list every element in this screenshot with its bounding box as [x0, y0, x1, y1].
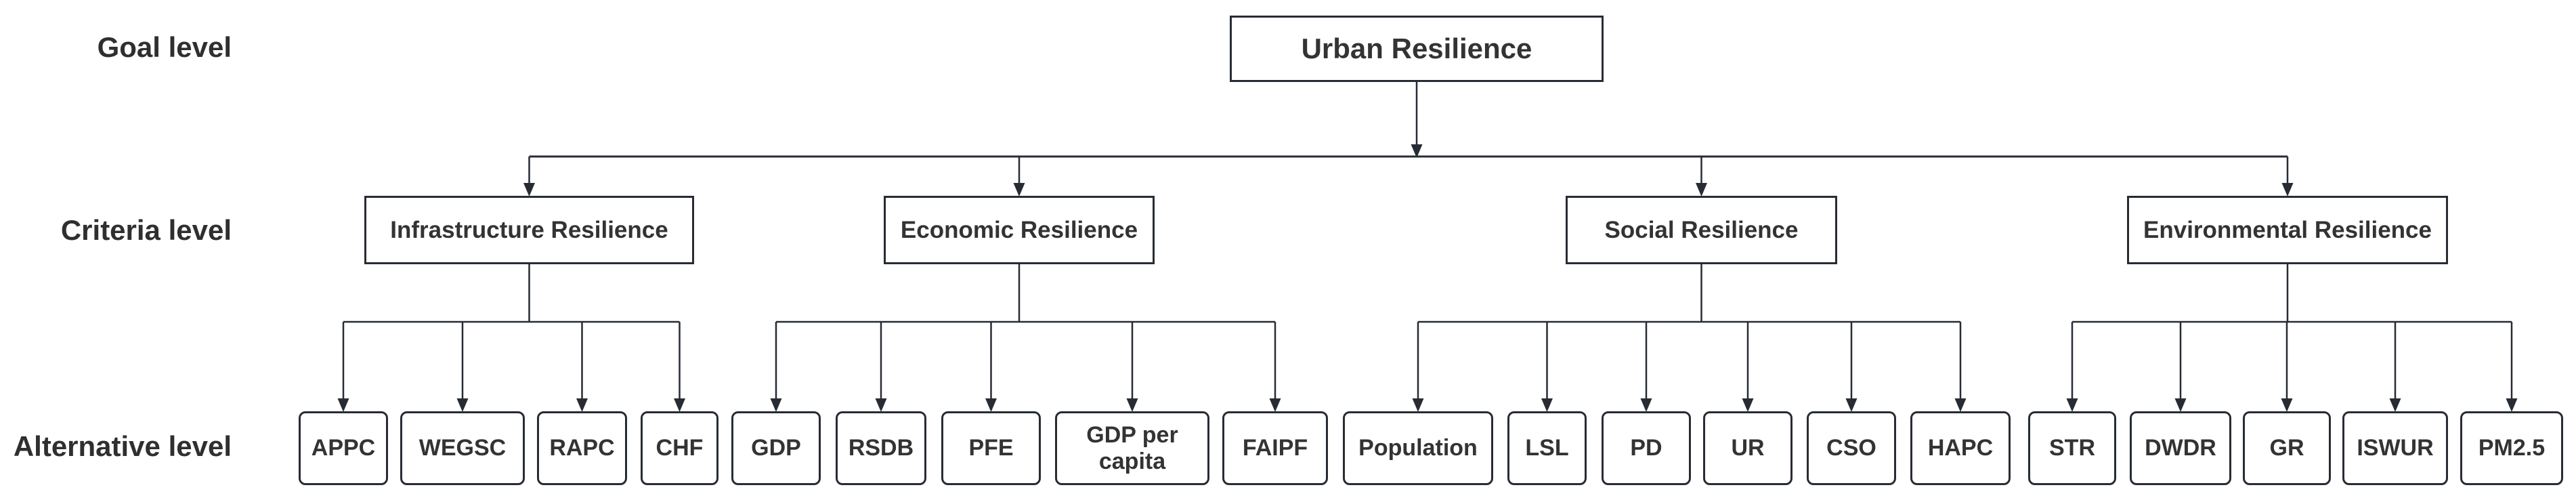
alt-node-str: STR — [2028, 411, 2116, 485]
alt-node-cso: CSO — [1807, 411, 1896, 485]
alt-node-appc: APPC — [299, 411, 388, 485]
alt-node-pm2-5: PM2.5 — [2460, 411, 2563, 485]
criteria-node-economic-resilience: Economic Resilience — [884, 196, 1155, 264]
goal-node-urban-resilience: Urban Resilience — [1230, 16, 1604, 82]
alt-node-pfe: PFE — [941, 411, 1041, 485]
alt-node-pd: PD — [1602, 411, 1691, 485]
criteria-node-infrastructure-resilience: Infrastructure Resilience — [364, 196, 694, 264]
criteria-level-label: Criteria level — [60, 214, 232, 246]
criteria-node-social-resilience: Social Resilience — [1566, 196, 1837, 264]
criteria-node-environmental-resilience: Environmental Resilience — [2127, 196, 2448, 264]
alt-node-lsl: LSL — [1507, 411, 1587, 485]
alt-node-gdp: GDP — [731, 411, 821, 485]
alt-node-faipf: FAIPF — [1222, 411, 1328, 485]
alt-node-wegsc: WEGSC — [400, 411, 525, 485]
alt-node-rsdb: RSDB — [836, 411, 926, 485]
alternative-level-label: Alternative level — [13, 430, 232, 462]
alt-node-ur: UR — [1703, 411, 1793, 485]
alt-node-gr: GR — [2243, 411, 2331, 485]
alt-node-gdp-per-capita: GDP per capita — [1055, 411, 1209, 485]
alt-node-rapc: RAPC — [537, 411, 627, 485]
alt-node-dwdr: DWDR — [2130, 411, 2231, 485]
goal-level-label: Goal level — [97, 31, 232, 63]
alt-node-hapc: HAPC — [1910, 411, 2011, 485]
alt-node-iswur: ISWUR — [2342, 411, 2448, 485]
alt-node-population: Population — [1343, 411, 1493, 485]
alt-node-chf: CHF — [641, 411, 718, 485]
